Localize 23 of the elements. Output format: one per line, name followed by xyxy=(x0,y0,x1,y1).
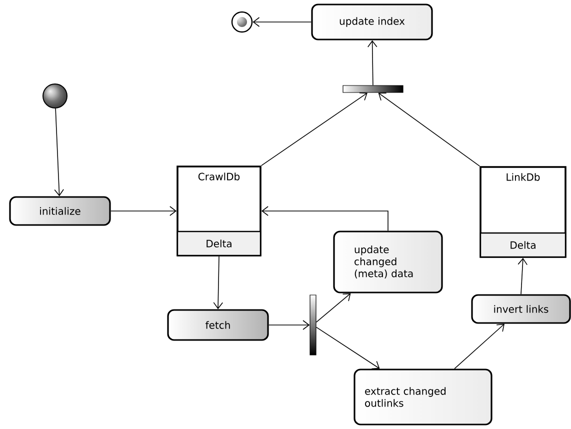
arrow xyxy=(367,40,378,86)
final-state xyxy=(231,11,253,33)
arrow xyxy=(518,258,528,295)
arrow xyxy=(54,108,64,196)
sync-bar xyxy=(310,294,316,356)
activity-box: update changed (meta) data xyxy=(333,230,443,294)
arrow xyxy=(316,326,380,370)
arrow xyxy=(378,92,480,166)
arrow xyxy=(268,320,310,330)
activity-box: invert links xyxy=(471,294,571,324)
arrow xyxy=(213,256,224,310)
initial-state xyxy=(42,84,68,108)
arrow xyxy=(110,206,177,216)
arrow xyxy=(261,206,388,232)
arrow xyxy=(316,293,351,323)
activity-box: fetch xyxy=(167,309,269,341)
activity-box: update index xyxy=(311,4,433,40)
activity-box: extract changed outlinks xyxy=(354,368,492,426)
arrow xyxy=(454,324,505,370)
arrow xyxy=(252,17,312,27)
arrow xyxy=(261,92,368,166)
sync-bar xyxy=(342,85,404,93)
activity-box: initialize xyxy=(9,196,111,226)
